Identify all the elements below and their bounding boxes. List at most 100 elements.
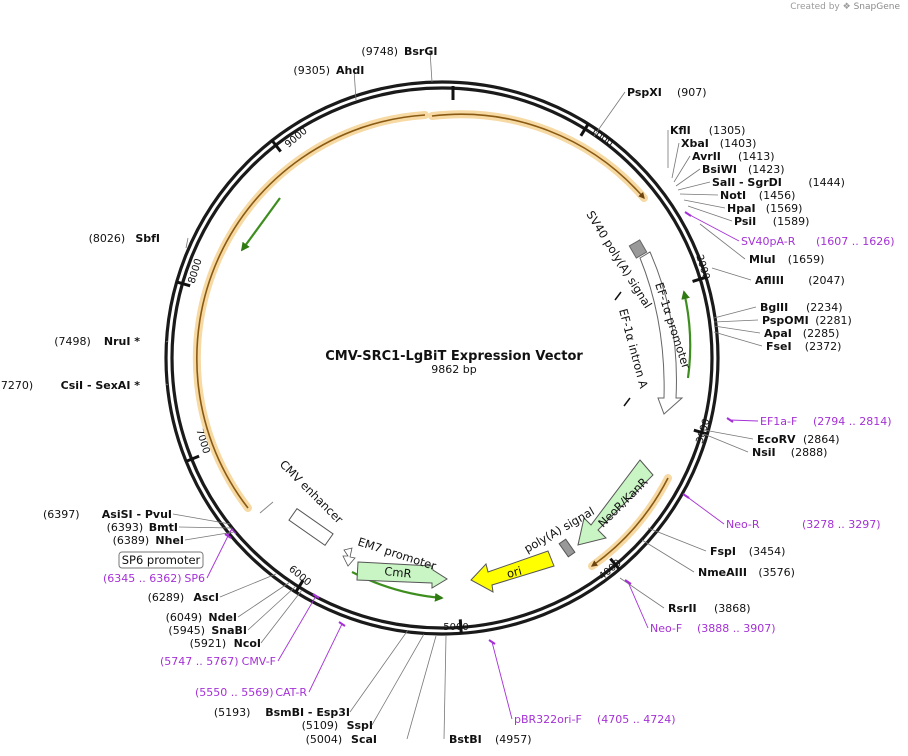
site-bsiwi[interactable]: (1423)BsiWI [702,163,785,176]
site-ahdi[interactable]: (9305)AhdI [293,64,364,77]
site-position: (1403) [720,137,757,150]
site-mlui[interactable]: (1659)MluI [749,253,824,266]
ef1a-intron-start-icon [614,291,622,301]
site-pspxi[interactable]: (907)PspXI [627,86,707,99]
site-noti[interactable]: (1456)NotI [720,189,795,202]
site-snabi[interactable]: (5945) SnaBI [168,624,247,637]
site-leader-line [619,577,665,609]
site-leader-line [679,193,719,196]
site-apai[interactable]: (2285)ApaI [764,327,839,340]
site-fsei[interactable]: (2372)FseI [766,340,841,353]
primer-binding-marker [684,211,692,217]
primer-cat-r[interactable]: CAT-R(5550 .. 5569) [195,686,307,699]
site-sbfi[interactable]: (8026)SbfI [89,232,160,245]
primer-leader-line [687,213,740,242]
site-position: (2234) [806,301,843,314]
tick-label-1000: 1000 [588,126,615,149]
primer-neo-f[interactable]: Neo-F(3888 .. 3907) [650,622,776,635]
primer-sp6[interactable]: SP6(6345 .. 6362) [103,572,205,585]
site-position: (2285) [803,327,840,340]
site-nmeaiii[interactable]: (3576)NmeAIII [698,566,795,579]
site-avrii[interactable]: (1413)AvrII [692,150,775,163]
site-name: BsmBI - Esp3I [265,706,350,719]
site-position: (1444) [808,176,845,189]
site-name: NsiI [752,446,776,459]
site-name: RsrII [668,602,697,615]
site-name: PspOMI [762,314,809,327]
primer-binding-marker [224,533,232,539]
site-leader-line [165,340,169,343]
primer-cmv-f[interactable]: CMV-F(5747 .. 5767) [160,655,276,668]
primer-pbr322ori-f[interactable]: pBR322ori-F(4705 .. 4724) [514,713,676,726]
site-bsrgi[interactable]: (9748)BsrGI [361,45,437,58]
site-pspomi[interactable]: (2281) PspOMI [762,314,852,327]
site-nsii[interactable]: (2888)NsiI [752,446,827,459]
site-position: (6289) [148,591,185,604]
site-rsrii[interactable]: (3868) RsrII [668,602,751,615]
site-leader-line [675,168,701,187]
site-asci[interactable]: (6289) AscI [148,591,219,604]
primer-ef1a-f[interactable]: EF1a-F(2794 .. 2814) [760,415,892,428]
site-name: MluI [749,253,776,266]
site-bsmbi-esp3i[interactable]: (5193)BsmBI - Esp3I [214,706,350,719]
brand-name: SnapGene [853,2,900,12]
site-leader-line [699,223,746,260]
ori-arrow [470,550,555,593]
primer-name: SP6 [184,572,205,585]
site-xbai[interactable]: (1403)XbaI [681,137,756,150]
primer-range: (1607 .. 1626) [816,235,895,248]
site-position: (1589) [773,215,810,228]
site-position: (3868) [714,602,751,615]
site-psii[interactable]: (1589) PsiI [734,215,809,228]
orf-left-arrow [196,114,426,509]
site-name: AscI [193,591,219,604]
site-position: (1305) [709,124,746,137]
site-position: (2281) [815,314,852,327]
site-leader-line [703,429,754,440]
site-name: AhdI [336,64,364,77]
primer-leader-line [685,495,725,525]
site-hpai[interactable]: (1569)HpaI [727,202,802,215]
tick-mark-6000 [294,579,305,593]
leader-lines [165,50,763,740]
site-asisi-pvui[interactable]: (6397)AsiSI - PvuI [43,508,172,521]
site-position: (1423) [748,163,785,176]
backbone-inner-ring [170,86,714,630]
site-bstbi[interactable]: (4957)BstBI [449,733,532,746]
primer-neo-r[interactable]: Neo-R(3278 .. 3297) [726,518,881,531]
site-name: PsiI [734,215,756,228]
sp6-promoter-callout: SP6 promoter [118,551,204,569]
site-scai[interactable]: (5004)ScaI [306,733,377,746]
snapgene-logo-icon: ❖ [842,2,851,12]
site-ndei[interactable]: (6049)NdeI [166,611,237,624]
primer-binding-marker [624,579,632,585]
site-name: SnaBI [211,624,247,637]
site-position: (2372) [805,340,842,353]
site-fspi[interactable]: (3454)FspI [710,545,785,558]
site-name: NheI [155,534,184,547]
site-leader-line [429,50,433,83]
site-leader-line [713,319,759,323]
site-name: CsiI - SexAI * [61,379,141,392]
site-ecorv[interactable]: (2864)EcoRV [757,433,840,446]
primer-sv40pa-r[interactable]: SV40pA-R(1607 .. 1626) [741,235,895,248]
site-ncoi[interactable]: (5921)NcoI [190,637,261,650]
site-bmti[interactable]: (6393)BmtI [107,521,178,534]
site-name: BmtI [149,521,178,534]
primer-binding-marker [726,417,734,423]
site-sspi[interactable]: (5109)SspI [302,719,373,732]
site-leader-line [647,527,707,552]
site-kfli[interactable]: (1305)KflI [670,124,745,137]
neo-kanr-arrow [577,459,654,546]
site-afliii[interactable]: (2047)AflIII [755,274,845,287]
site-csii-sexai[interactable]: (7270)CsiI - SexAI * [0,379,140,392]
site-nrui[interactable]: (7498)NruI * [54,335,140,348]
site-position: (1413) [738,150,775,163]
site-position: (5945) [168,624,205,637]
primer-range: (3888 .. 3907) [697,622,776,635]
site-nhei[interactable]: (6389)NheI [113,534,184,547]
site-bglii[interactable]: (2234)BglII [760,301,843,314]
site-leader-line [687,205,733,222]
site-sali-sgrdi[interactable]: (1444)SalI - SgrDI [712,176,845,189]
em7-promoter-arrow [342,547,356,567]
